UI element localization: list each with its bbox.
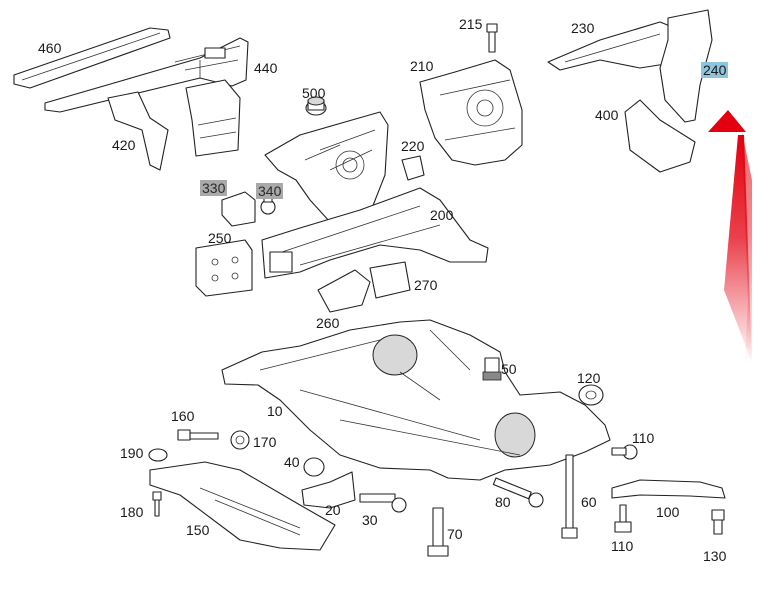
callout-230: 230 [571,20,595,36]
part-160-bolt [177,429,219,441]
callout-260: 260 [316,315,340,331]
part-420-bracket [107,79,241,171]
part-80-bolt [492,477,544,508]
part-215-bolt [486,23,498,53]
part-250-mount [195,239,253,297]
part-20-bracket [301,471,356,509]
red-arrow-icon [708,110,752,362]
callout-110-bottom: 110 [611,538,634,554]
callout-100: 100 [656,504,680,520]
part-170-nut [230,430,250,450]
part-120-washer [578,384,604,406]
part-200-member [261,187,489,279]
callout-215: 215 [459,16,483,32]
callout-150: 150 [186,522,210,538]
part-190-nut [148,448,168,462]
part-70-bolt [427,507,449,557]
part-440-rail [44,37,249,113]
callout-160: 160 [171,408,195,424]
part-110-bolt-bottom [614,504,632,533]
part-220-bracket [401,155,425,181]
part-150-plate [149,461,336,551]
callout-400: 400 [595,107,619,123]
part-260-bracket [317,269,371,313]
part-270-bracket [369,261,411,299]
callout-60: 60 [581,494,597,510]
part-60-long-bolt [561,454,578,539]
part-100-bar [611,479,726,499]
part-400-panel [624,99,696,173]
callout-80: 80 [495,494,511,510]
part-340-bolt [260,195,276,215]
callout-500: 500 [302,85,326,101]
part-240-panel [659,9,713,123]
part-460-rail [13,27,171,89]
callout-420: 420 [112,137,136,153]
callout-240: 240 [701,62,729,78]
part-500-nut [305,96,327,116]
callout-110-right: 110 [632,430,655,446]
part-330-bracket [221,191,256,227]
callout-30: 30 [362,512,378,528]
part-130-bolt [711,509,725,535]
callout-40: 40 [284,454,300,470]
callout-220: 220 [401,138,425,154]
part-230-wheelarch [547,21,681,71]
callout-340: 340 [256,183,284,199]
callout-10: 10 [267,403,283,419]
callout-270: 270 [414,277,438,293]
callout-50: 50 [501,361,517,377]
part-10-subframe [221,319,611,481]
callout-250: 250 [208,230,232,246]
callout-440: 440 [254,60,278,76]
callout-20: 20 [325,502,341,518]
callout-210: 210 [410,58,434,74]
part-50-bushing [482,357,502,381]
part-210-strut-tower [419,59,523,166]
part-180-bolt [152,491,162,517]
callout-120: 120 [577,370,601,386]
callout-180: 180 [120,504,144,520]
part-110-bolt-right [611,444,638,460]
callout-460: 460 [38,40,62,56]
part-40-bushing [303,457,325,477]
callout-330: 330 [200,180,228,196]
part-30-bolt [359,493,407,513]
callout-170: 170 [253,434,277,450]
callout-200: 200 [430,207,454,223]
callout-130: 130 [703,548,727,564]
callout-70: 70 [447,526,463,542]
callout-190: 190 [120,445,144,461]
